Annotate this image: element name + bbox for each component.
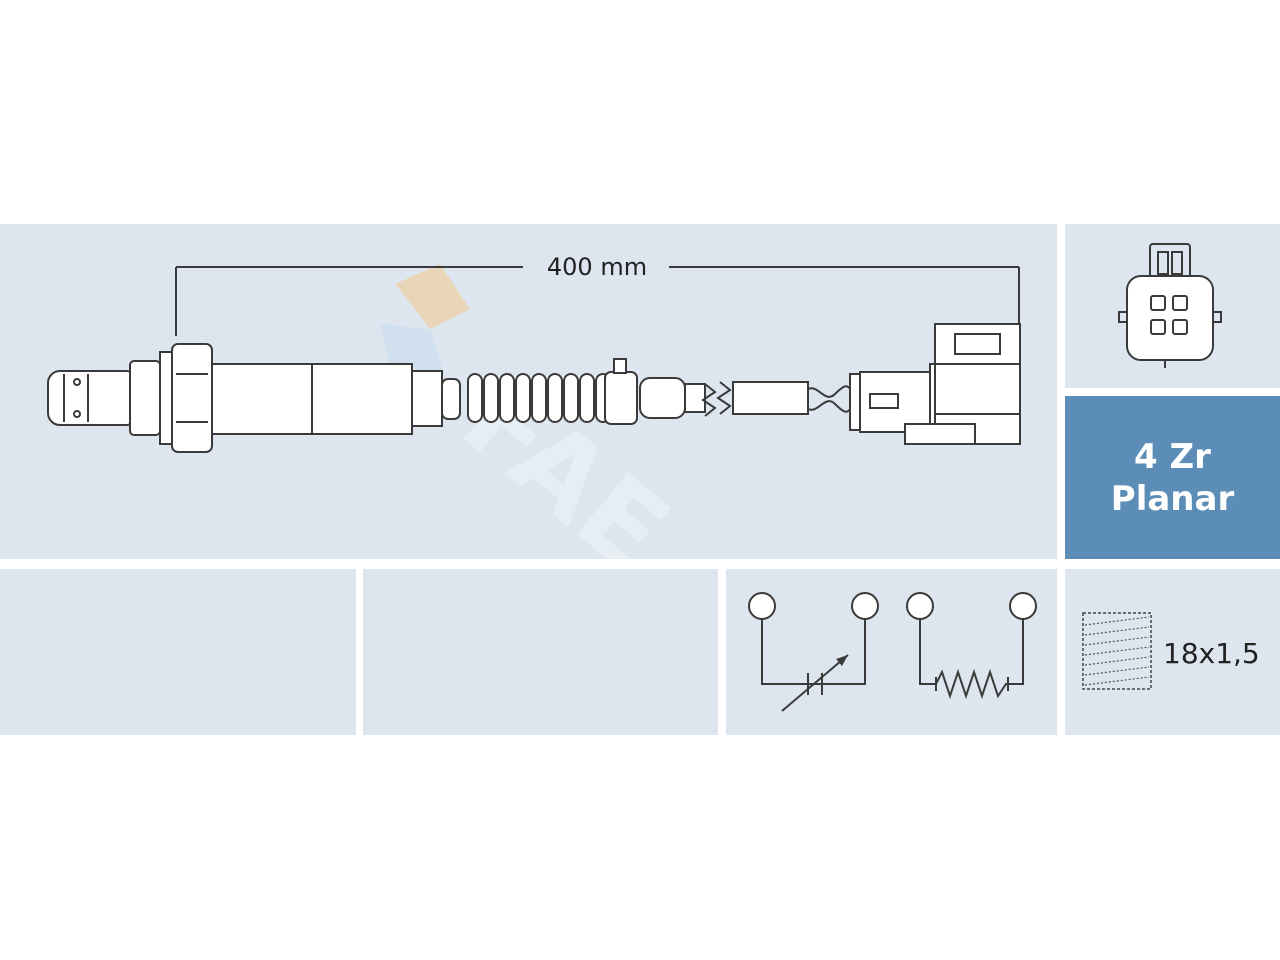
- connector-face-panel: [1065, 224, 1280, 388]
- variable-resistor-icon: [748, 592, 879, 712]
- circuit-diagram: [748, 592, 1037, 712]
- connector-4pin-icon: [1118, 243, 1222, 368]
- thread-panel: 18x1,5: [1065, 569, 1280, 735]
- thread-icon: [1082, 612, 1152, 690]
- heater-resistor-icon: [906, 592, 1037, 700]
- sensor-type-panel: 4 Zr Planar: [1065, 396, 1280, 559]
- thread-spec: 18x1,5: [1082, 612, 1260, 690]
- sensor-type-line1: 4 Zr: [1134, 436, 1211, 477]
- thread-label: 18x1,5: [1163, 637, 1260, 670]
- cable: [701, 381, 853, 417]
- empty-panel-1: [0, 569, 356, 735]
- sensor-probe: [47, 343, 461, 453]
- circuit-panel: [726, 569, 1057, 735]
- length-dimension: 400 mm: [175, 253, 1020, 342]
- sensor-drawing-panel: FAE 400 mm: [0, 224, 1057, 559]
- protective-sleeve: [467, 358, 706, 425]
- length-label: 400 mm: [547, 253, 647, 281]
- connector-plug: [849, 323, 1021, 445]
- sensor-type-line2: Planar: [1110, 478, 1235, 519]
- empty-panel-2: [363, 569, 718, 735]
- oxygen-sensor-drawing: FAE 400 mm: [47, 253, 1021, 559]
